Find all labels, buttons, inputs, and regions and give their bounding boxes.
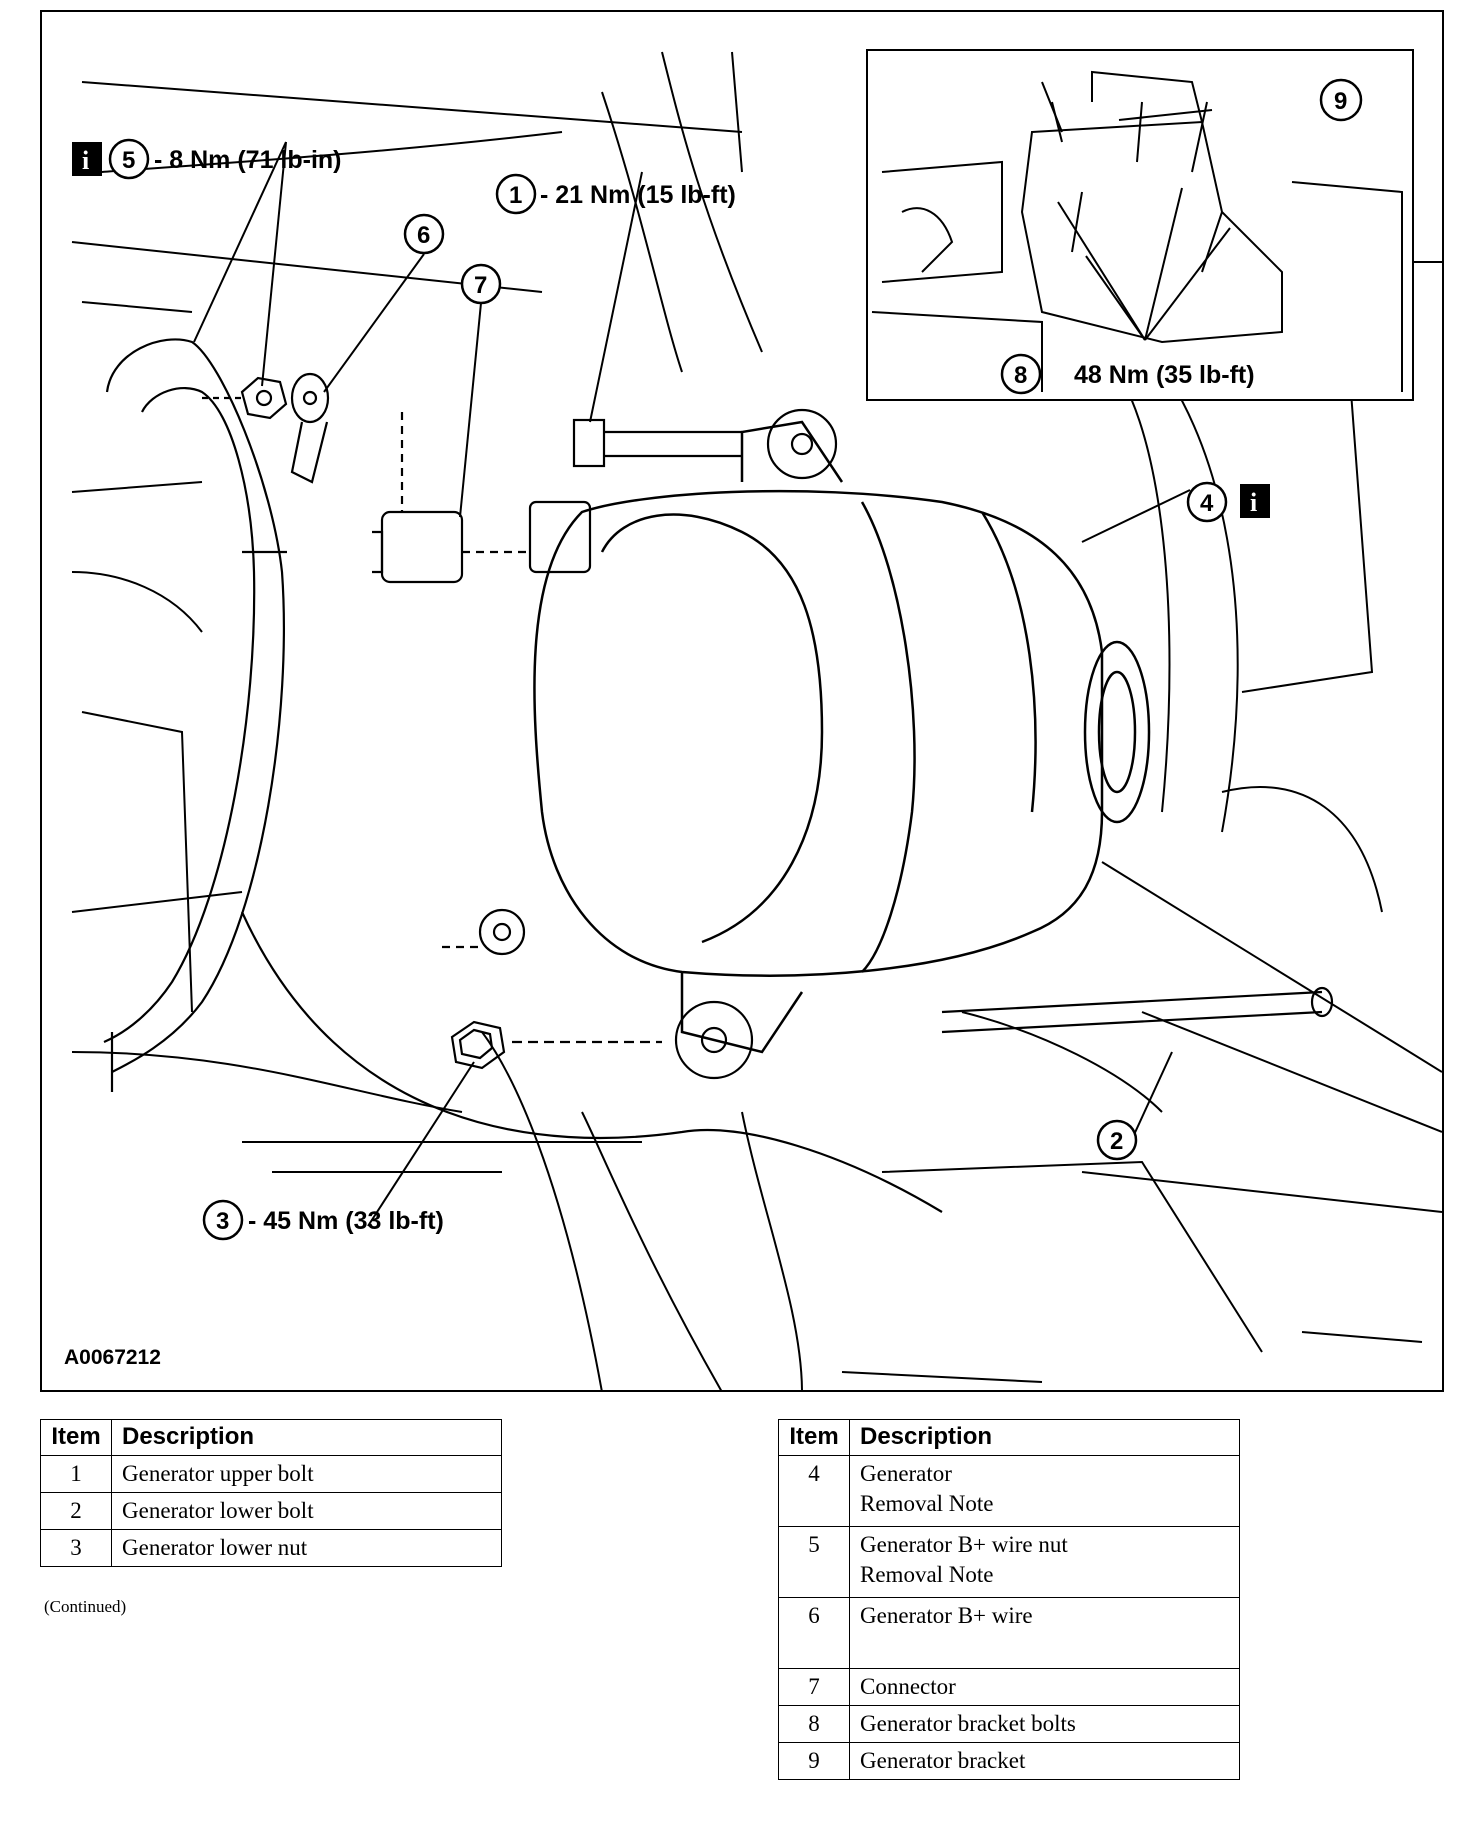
callout-circle xyxy=(108,138,150,180)
table-row: 4 Generator Removal Note xyxy=(778,1455,1240,1527)
callout-4: 4 i xyxy=(1186,481,1270,523)
b-plus-wire-harness xyxy=(103,338,943,1213)
item-number: 3 xyxy=(40,1529,112,1567)
callout-number-7: 7 xyxy=(474,272,487,299)
generator-lower-bolt xyxy=(941,986,1334,1034)
generator-lower-nut-assembly xyxy=(442,908,754,1080)
item-number: 9 xyxy=(778,1742,850,1780)
table-row: 6 Generator B+ wire xyxy=(778,1597,1240,1669)
callout-number-6: 6 xyxy=(417,222,430,249)
item-number: 1 xyxy=(40,1455,112,1493)
leader-lines xyxy=(193,109,1231,1227)
item-description: Generator bracket bolts xyxy=(849,1705,1240,1743)
callout-5: i 5 - 8 Nm (71 lb-in) xyxy=(72,138,342,180)
item-description: Connector xyxy=(849,1668,1240,1706)
figure-id: A0067212 xyxy=(64,1346,161,1369)
callout-circle xyxy=(1319,78,1363,122)
callout-circle xyxy=(1096,1119,1138,1161)
callout-circle xyxy=(1000,353,1042,395)
callout-number-8: 8 xyxy=(1014,362,1027,389)
torque-label-3: - 45 Nm (33 lb-ft) xyxy=(248,1207,444,1235)
info-icon-glyph: i xyxy=(1250,488,1257,517)
callout-2: 2 xyxy=(1096,1119,1138,1161)
callout-circle xyxy=(460,263,502,305)
background-engine-lines xyxy=(71,51,1442,1390)
table-row: 7 Connector xyxy=(778,1668,1240,1706)
callout-circle xyxy=(403,213,445,255)
description-header: Description xyxy=(849,1419,1240,1456)
callout-circle xyxy=(1186,481,1228,523)
table-row: 5 Generator B+ wire nut Removal Note xyxy=(778,1526,1240,1598)
item-header: Item xyxy=(778,1419,850,1456)
generator-removal-illustration: i 5 - 8 Nm (71 lb-in) 1 - 21 Nm (15 lb-f… xyxy=(40,10,1444,1392)
legend-table-left: Item Description 1 Generator upper bolt … xyxy=(40,1419,502,1567)
item-description: Generator bracket xyxy=(849,1742,1240,1780)
item-header: Item xyxy=(40,1419,112,1456)
callout-number-2: 2 xyxy=(1110,1128,1123,1155)
table-row: 3 Generator lower nut xyxy=(40,1529,502,1567)
table-header-row: Item Description xyxy=(40,1419,502,1456)
item-number: 2 xyxy=(40,1492,112,1530)
table-header-row: Item Description xyxy=(778,1419,1240,1456)
callout-circle xyxy=(202,1199,244,1241)
item-description: Generator B+ wire nut Removal Note xyxy=(849,1526,1240,1598)
callout-8: 8 48 Nm (35 lb-ft) xyxy=(1000,353,1255,395)
callout-number-3: 3 xyxy=(216,1208,229,1235)
item-number: 4 xyxy=(778,1455,850,1527)
generator-upper-bolt xyxy=(572,408,838,480)
item-description: Generator lower nut xyxy=(111,1529,502,1567)
line-drawing: i 5 - 8 Nm (71 lb-in) 1 - 21 Nm (15 lb-f… xyxy=(64,49,1442,1390)
item-description: Generator lower bolt xyxy=(111,1492,502,1530)
removal-note-link[interactable]: Removal Note xyxy=(860,1491,994,1516)
callout-9: 9 xyxy=(1319,78,1363,122)
table-row: 8 Generator bracket bolts xyxy=(778,1705,1240,1743)
item-description: Generator upper bolt xyxy=(111,1455,502,1493)
item-description: Generator B+ wire xyxy=(849,1597,1240,1669)
continued-note: (Continued) xyxy=(44,1597,127,1616)
callout-number-5: 5 xyxy=(122,147,135,174)
description-line: Generator xyxy=(860,1461,952,1486)
info-icon xyxy=(72,142,102,176)
callout-1: 1 - 21 Nm (15 lb-ft) xyxy=(495,173,736,215)
info-icon xyxy=(1240,484,1270,518)
torque-label-8: 48 Nm (35 lb-ft) xyxy=(1074,361,1255,389)
item-number: 6 xyxy=(778,1597,850,1669)
torque-label-5: - 8 Nm (71 lb-in) xyxy=(154,146,342,174)
callout-7: 7 xyxy=(460,263,502,305)
removal-note-link[interactable]: Removal Note xyxy=(860,1562,994,1587)
table-row: 9 Generator bracket xyxy=(778,1742,1240,1780)
info-icon-glyph: i xyxy=(82,146,89,175)
description-line: Generator B+ wire xyxy=(860,1603,1033,1628)
description-line: Generator B+ wire nut xyxy=(860,1532,1068,1557)
item-number: 5 xyxy=(778,1526,850,1598)
callout-3: 3 - 45 Nm (33 lb-ft) xyxy=(202,1199,444,1241)
b-plus-nut-and-terminal xyxy=(202,372,330,484)
legend-table-right: Item Description 4 Generator Removal Not… xyxy=(778,1419,1240,1780)
connector-parts xyxy=(372,412,592,584)
generator-body xyxy=(533,420,1151,1054)
item-description: Generator Removal Note xyxy=(849,1455,1240,1527)
callout-6: 6 xyxy=(403,213,445,255)
callout-number-4: 4 xyxy=(1200,490,1214,517)
callout-number-9: 9 xyxy=(1334,88,1347,115)
item-number: 7 xyxy=(778,1668,850,1706)
table-row: 1 Generator upper bolt xyxy=(40,1455,502,1493)
item-number: 8 xyxy=(778,1705,850,1743)
table-row: 2 Generator lower bolt xyxy=(40,1492,502,1530)
torque-label-1: - 21 Nm (15 lb-ft) xyxy=(540,181,736,209)
callout-circle xyxy=(495,173,537,215)
description-header: Description xyxy=(111,1419,502,1456)
callout-number-1: 1 xyxy=(509,182,522,209)
